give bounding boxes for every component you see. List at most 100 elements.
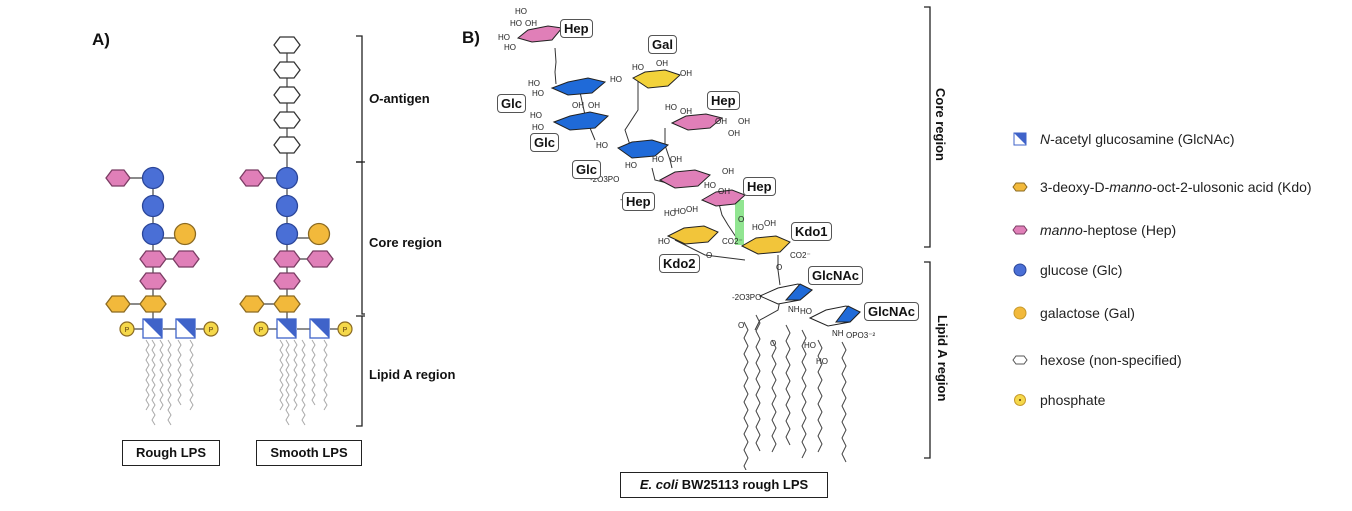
svg-text:OH: OH (680, 69, 692, 78)
kdo-ring (740, 235, 791, 255)
legend-item-glc: glucose (Glc) (1012, 261, 1122, 279)
svg-text:HO: HO (664, 209, 676, 218)
svg-text:NH: NH (788, 305, 800, 314)
svg-text:OPO3⁻²: OPO3⁻² (846, 331, 875, 340)
kdo-hexagon-icon (1012, 182, 1028, 192)
svg-text:HO: HO (665, 103, 677, 112)
phosphate-circle (119, 321, 135, 337)
residue-tag-glc: Glc (497, 94, 526, 113)
core-region-vertical-label: Core region (933, 88, 948, 161)
svg-text:HO: HO (532, 123, 544, 132)
highlighted-linkage (735, 200, 744, 245)
svg-text:O: O (776, 263, 782, 272)
svg-text:HO: HO (752, 223, 764, 232)
panel-b-label: B) (462, 28, 480, 47)
glucose-circle-icon (1013, 263, 1027, 277)
glc-ring (616, 139, 670, 159)
svg-text:OH: OH (588, 101, 600, 110)
svg-text:OH: OH (680, 107, 692, 116)
legend-item-hep: manno-heptose (Hep) (1012, 221, 1176, 239)
svg-text:OH: OH (572, 101, 584, 110)
svg-text:HO: HO (632, 63, 644, 72)
glcnac-ring-fill (784, 283, 813, 301)
phosphate-label: P (343, 327, 348, 334)
hep-hexagon (139, 250, 167, 268)
residue-tag-glc: Glc (530, 133, 559, 152)
residue-tag-glc: Glc (572, 160, 601, 179)
svg-text:HO: HO (625, 161, 637, 170)
glcnac-square (142, 318, 163, 339)
glucose-circle (275, 166, 299, 190)
svg-text:O: O (738, 215, 744, 224)
glucose-circle (141, 166, 165, 190)
phosphate-label: P (259, 327, 264, 334)
hep-ring (516, 25, 563, 43)
svg-text:OH: OH (718, 187, 730, 196)
smooth-lps-caption: Smooth LPS (256, 440, 362, 466)
hexose-hexagon (273, 136, 301, 154)
hep-hexagon (105, 169, 131, 187)
svg-text:HO: HO (510, 19, 522, 28)
hep-hexagon (273, 250, 301, 268)
svg-text:HO: HO (530, 111, 542, 120)
svg-text:HO: HO (816, 357, 828, 366)
kdo-hexagon (105, 295, 131, 313)
glcnac-square (175, 318, 196, 339)
svg-text:NH: NH (832, 329, 844, 338)
residue-tag-gal: Gal (648, 35, 677, 54)
svg-text:OH: OH (764, 219, 776, 228)
svg-text:OH: OH (738, 117, 750, 126)
acyl-chains (145, 339, 194, 426)
panel-a-diagram: P P (105, 35, 365, 427)
svg-text:OH: OH (728, 129, 740, 138)
residue-tag-glcnac: GlcNAc (864, 302, 919, 321)
rough-lps-structure: P P (105, 166, 219, 426)
phosphate-circle (337, 321, 353, 337)
residue-tag-kdo2: Kdo2 (659, 254, 700, 273)
glucose-circle (275, 222, 299, 246)
svg-text:OH: OH (715, 117, 727, 126)
kdo-hexagon (239, 295, 265, 313)
hep-ring (670, 113, 724, 131)
hexose-hexagon (273, 36, 301, 54)
galactose-circle-icon (1013, 306, 1027, 320)
phosphate-circle (203, 321, 219, 337)
kdo-hexagon (273, 295, 301, 313)
phosphate-circle (253, 321, 269, 337)
residue-tag-hep: Hep (622, 192, 655, 211)
panel-b-brackets (924, 6, 931, 459)
hexose-hexagon (273, 61, 301, 79)
galactose-circle (307, 222, 331, 246)
svg-text:HO: HO (498, 33, 510, 42)
ecoli-caption: E. coli BW25113 rough LPS (620, 472, 828, 498)
hep-hexagon (239, 169, 265, 187)
legend-item-kdo: 3-deoxy-D-manno-oct-2-ulosonic acid (Kdo… (1012, 178, 1352, 196)
svg-text:HO: HO (704, 181, 716, 190)
hep-hexagon (273, 272, 301, 290)
phosphate-label: P (125, 327, 130, 334)
hep-hexagon-icon (1012, 225, 1028, 235)
legend-item-glcnac: N-acetyl glucosamine (GlcNAc) (1012, 130, 1235, 148)
svg-text:HO: HO (674, 207, 686, 216)
svg-text:CO2⁻: CO2⁻ (722, 237, 743, 246)
phosphate-label: P (209, 327, 214, 334)
svg-text:O: O (738, 321, 744, 330)
hep-hexagon (172, 250, 200, 268)
svg-text:HO: HO (804, 341, 816, 350)
hep-ring (658, 169, 711, 189)
bracket-o-antigen (356, 35, 365, 163)
svg-text:OH: OH (656, 59, 668, 68)
residue-tag-kdo1: Kdo1 (791, 222, 832, 241)
smooth-lps-structure: P P (239, 36, 353, 426)
core-region-label: Core region (369, 235, 442, 250)
hexose-hexagon (273, 111, 301, 129)
bracket-lipid-a-b (924, 261, 931, 459)
gal-ring (632, 69, 681, 89)
svg-text:HO: HO (528, 79, 540, 88)
rough-lps-caption: Rough LPS (122, 440, 220, 466)
legend-item-hexose: hexose (non-specified) (1012, 351, 1182, 369)
galactose-circle (173, 222, 197, 246)
svg-text:CO2⁻: CO2⁻ (790, 251, 811, 260)
acyl-chains (279, 339, 328, 426)
